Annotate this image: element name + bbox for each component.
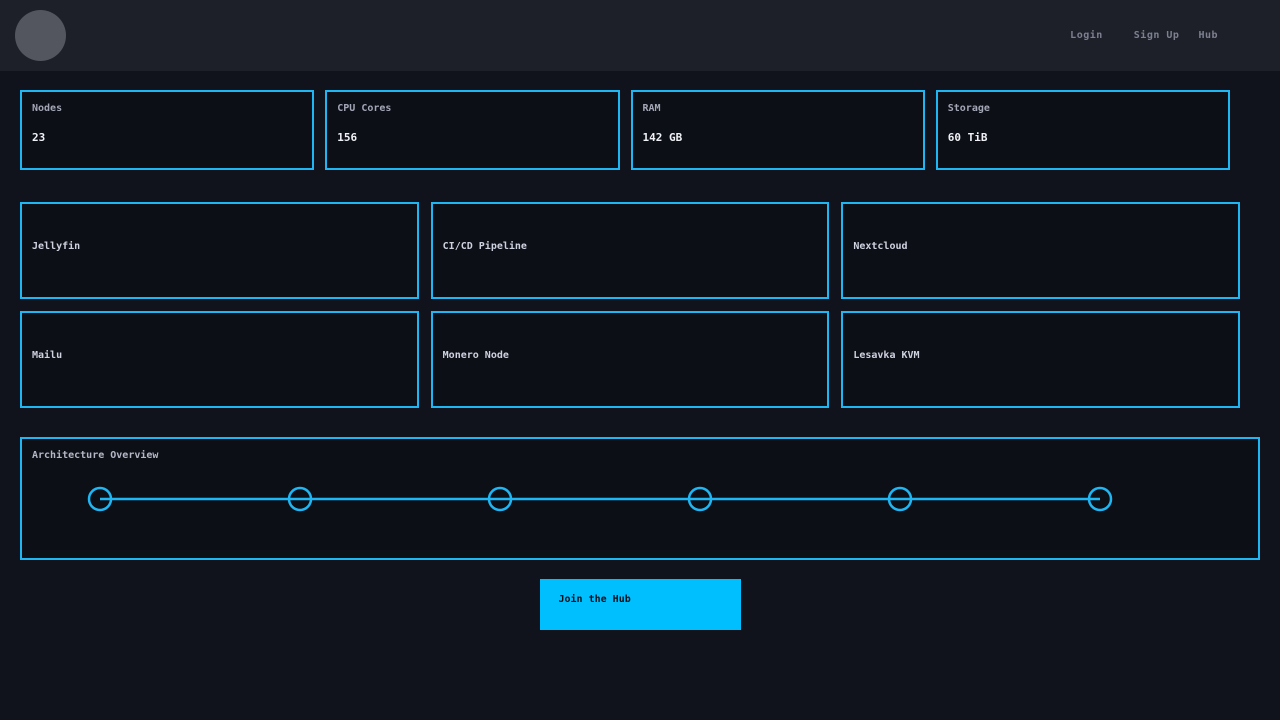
nav-link-signup[interactable]: Sign Up xyxy=(1133,30,1180,41)
architecture-node-icon xyxy=(687,486,713,512)
service-title: Mailu xyxy=(32,350,63,361)
stat-value: 60 TiB xyxy=(947,131,988,144)
nav-links: Login Sign Up Hub xyxy=(1070,30,1218,41)
service-card-jellyfin[interactable]: Jellyfin xyxy=(20,202,419,299)
service-title: Nextcloud xyxy=(853,241,908,252)
navbar: Login Sign Up Hub xyxy=(0,0,1280,71)
stat-card-ram: RAM 142 GB xyxy=(630,90,925,170)
architecture-node-icon xyxy=(487,486,513,512)
stat-value: 142 GB xyxy=(642,131,683,144)
architecture-node-icon xyxy=(87,486,113,512)
stat-label: Storage xyxy=(947,103,990,114)
service-card-lesavka-kvm[interactable]: Lesavka KVM xyxy=(841,311,1240,408)
stat-label: RAM xyxy=(642,103,661,114)
services-grid: Jellyfin CI/CD Pipeline Nextcloud Mailu … xyxy=(20,202,1240,408)
service-card-mailu[interactable]: Mailu xyxy=(20,311,419,408)
stat-value: 23 xyxy=(32,131,46,144)
architecture-node-icon xyxy=(887,486,913,512)
service-title: Monero Node xyxy=(442,350,509,361)
architecture-node-icon xyxy=(1087,486,1113,512)
architecture-node-icon xyxy=(287,486,313,512)
service-title: Lesavka KVM xyxy=(853,350,920,361)
stat-card-storage: Storage 60 TiB xyxy=(935,90,1230,170)
service-title: CI/CD Pipeline xyxy=(442,241,527,252)
stat-card-cpu-cores: CPU Cores 156 xyxy=(325,90,620,170)
stat-card-nodes: Nodes 23 xyxy=(20,90,315,170)
service-card-cicd-pipeline[interactable]: CI/CD Pipeline xyxy=(430,202,830,299)
stat-value: 156 xyxy=(337,131,358,144)
service-card-monero-node[interactable]: Monero Node xyxy=(430,311,830,408)
cta-container: Join the Hub xyxy=(0,579,1280,630)
stats-row: Nodes 23 CPU Cores 156 RAM 142 GB Storag… xyxy=(20,90,1230,170)
nav-link-login[interactable]: Login xyxy=(1070,30,1103,41)
service-title: Jellyfin xyxy=(32,241,81,252)
service-card-nextcloud[interactable]: Nextcloud xyxy=(841,202,1240,299)
nav-link-hub[interactable]: Hub xyxy=(1198,30,1218,41)
architecture-overview-card: Architecture Overview xyxy=(20,437,1260,560)
architecture-diagram xyxy=(87,486,1113,512)
architecture-title: Architecture Overview xyxy=(32,450,159,461)
join-hub-button[interactable]: Join the Hub xyxy=(539,579,741,630)
logo-avatar[interactable] xyxy=(15,10,66,61)
stat-label: CPU Cores xyxy=(337,103,392,114)
stat-label: Nodes xyxy=(32,103,63,114)
